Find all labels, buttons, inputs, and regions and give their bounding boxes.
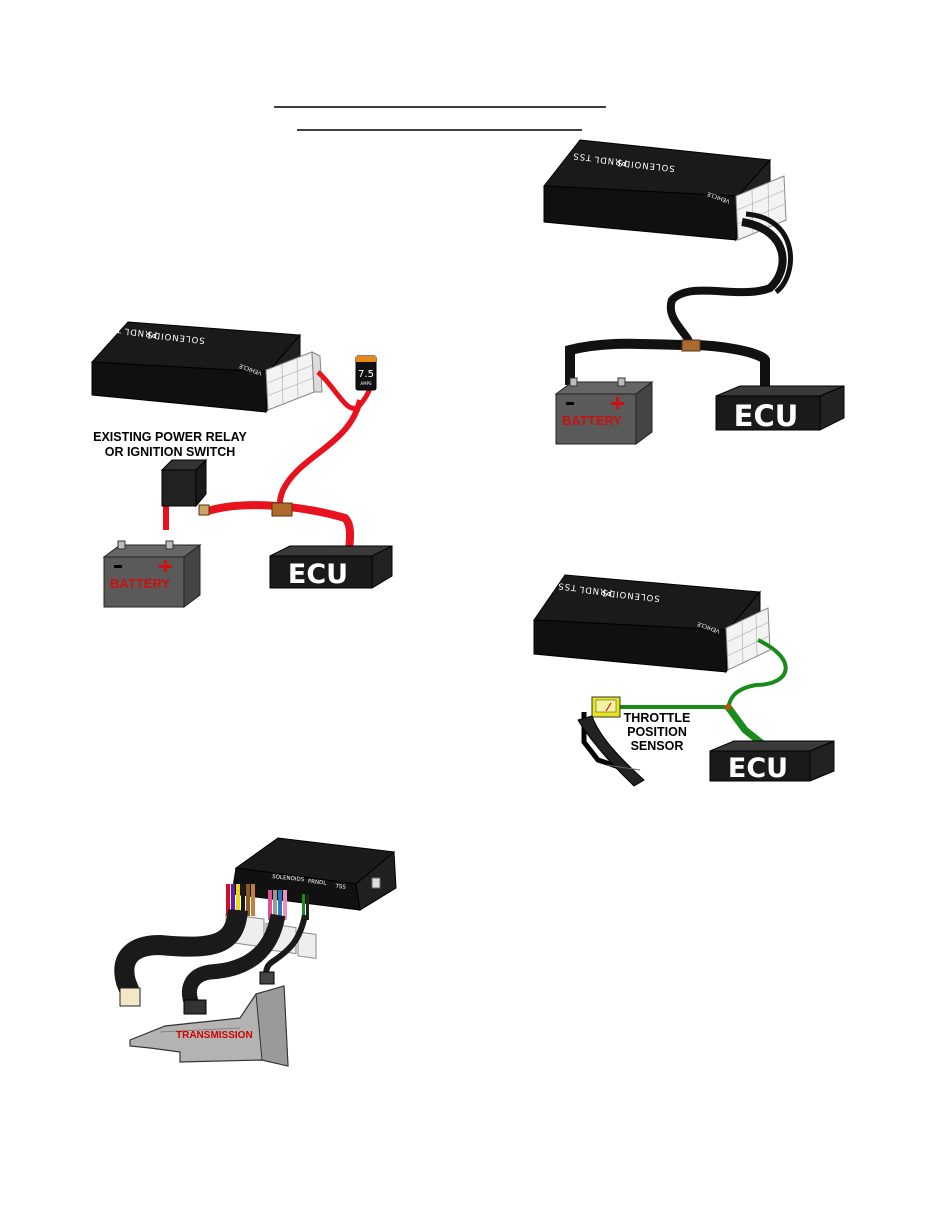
relay-terminal [198, 504, 210, 516]
ground-wire-loop-2 [745, 211, 793, 295]
battery-label-ground: BATTERY [562, 413, 622, 428]
module-label-prndl: PRNDL [578, 583, 613, 596]
solenoid-harness [114, 908, 248, 996]
throttle-position-sensor [591, 696, 621, 718]
tps-ecu-wire [725, 704, 767, 748]
tps-signal-wire-module [726, 638, 788, 709]
module-label-prndl: PRNDL [593, 153, 628, 166]
transmission-label: TRANSMISSION [176, 1030, 253, 1041]
control-module-power: SOLENOIDS PRNDL TSS VEHICLE [90, 321, 323, 414]
control-module-ground: SOLENOIDS PRNDL TSS VEHICLE [543, 139, 787, 242]
ecu-tps: ECU [709, 740, 835, 784]
ecu-power: ECU [269, 545, 393, 590]
power-wiring-diagram: SOLENOIDS PRNDL TSS VEHICLE 7.5 AMPS [90, 321, 393, 608]
tps-caption-line3: SENSOR [631, 739, 684, 753]
ecu-label-ground: ECU [734, 399, 799, 433]
module-label-tss: TSS [102, 322, 123, 334]
tss-connector [259, 971, 275, 985]
module-label-tss: TSS [572, 150, 593, 162]
wire-splice-power [271, 502, 293, 517]
ecu-label-tps: ECU [728, 753, 788, 784]
control-module-transmission: SOLENOIDS PRNDL TSS [225, 837, 397, 959]
ground-wire-loop [666, 218, 787, 347]
module-label-tss: TSS [557, 580, 578, 592]
module-label-prndl: PRNDL [307, 879, 327, 887]
solenoid-connector [119, 987, 141, 1007]
ecu-label-power: ECU [288, 559, 348, 590]
module-label-solenoids: SOLENOIDS [272, 874, 305, 883]
wire-splice-ground [681, 339, 701, 352]
battery-power: BATTERY [103, 540, 201, 608]
tps-caption-line2: POSITION [627, 725, 687, 739]
accelerator-pedal [577, 712, 645, 787]
wire-splice-tps [725, 704, 731, 710]
prndl-connector [183, 999, 207, 1015]
fuse-unit: AMPS [360, 381, 372, 386]
battery-label-power: BATTERY [110, 576, 170, 591]
prndl-wires [268, 890, 287, 920]
power-relay [160, 458, 208, 508]
ecu-ground: ECU [715, 385, 845, 433]
control-module-tps: SOLENOIDS PRNDL TSS VEHICLE [533, 574, 771, 674]
tps-wiring-diagram: SOLENOIDS PRNDL TSS VEHICLE THROTTLE POS… [533, 574, 835, 787]
ecu-power-wire [203, 501, 355, 551]
solenoid-wires [226, 884, 255, 916]
fuse-value: 7.5 [358, 369, 374, 380]
ground-wiring-diagram: SOLENOIDS PRNDL TSS VEHICLE BATTERY ECU [543, 139, 845, 445]
transmission: TRANSMISSION [129, 985, 289, 1067]
relay-caption-line1: EXISTING POWER RELAY [93, 430, 247, 444]
battery-ground: BATTERY [555, 377, 653, 445]
module-label-tss: TSS [334, 884, 346, 891]
transmission-wiring-diagram: SOLENOIDS PRNDL TSS [114, 837, 397, 1067]
module-label-prndl: PRNDL [123, 325, 158, 338]
relay-caption-line2: OR IGNITION SWITCH [105, 445, 236, 459]
fuse-7-5-amp: 7.5 AMPS [355, 355, 377, 391]
tps-caption-line1: THROTTLE [624, 711, 691, 725]
switched-power-wire [276, 399, 363, 515]
prndl-harness [181, 913, 286, 1007]
tss-wires [302, 894, 309, 920]
